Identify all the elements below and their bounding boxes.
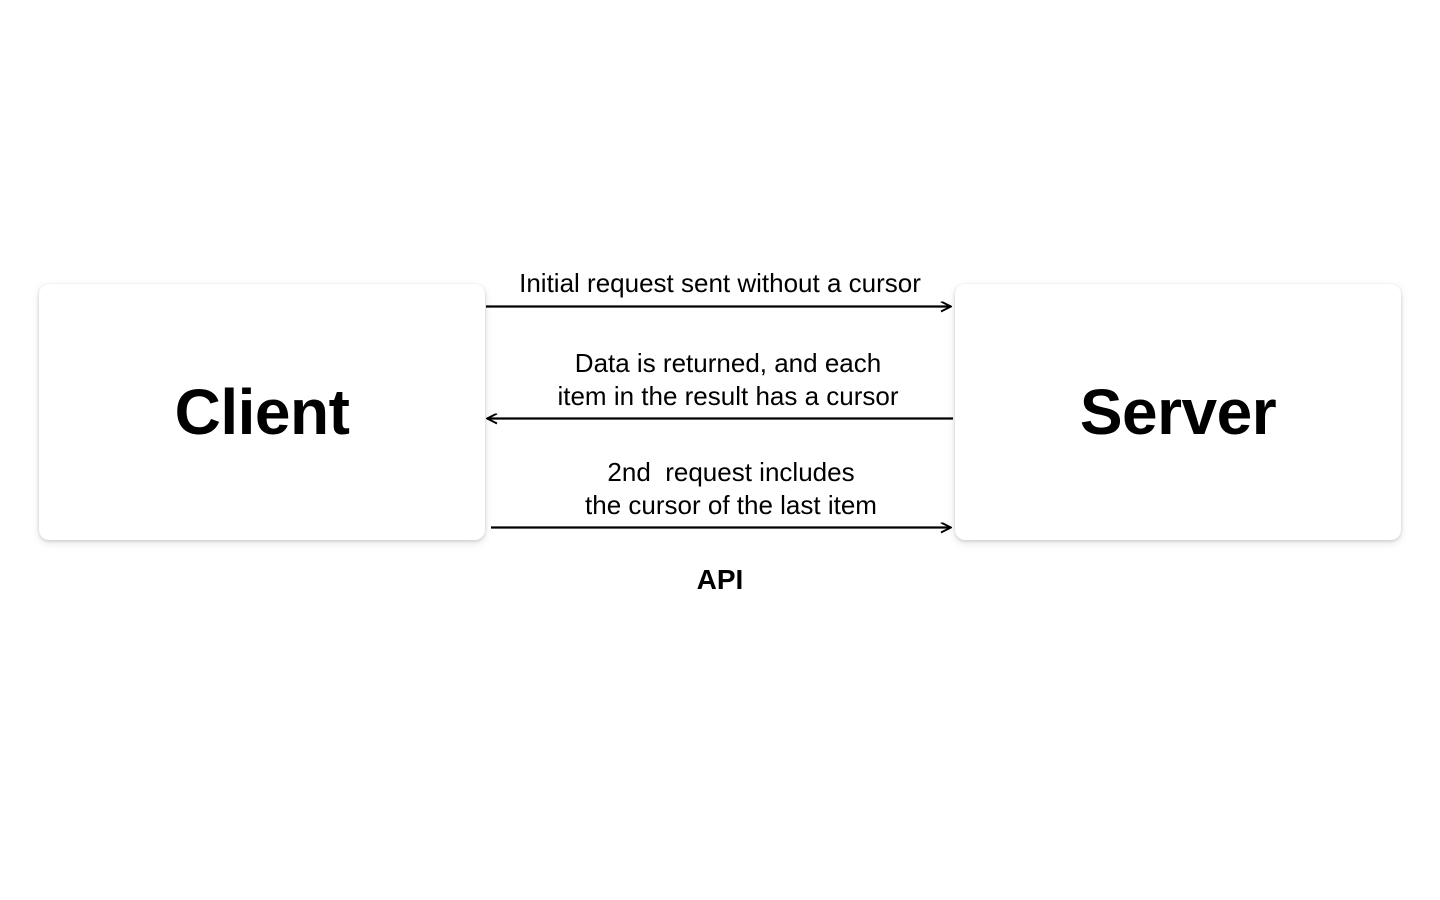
node-client-label: Client <box>174 376 350 448</box>
node-server-label: Server <box>1079 376 1277 448</box>
edge-label-data-returned: Data is returned, and each item in the r… <box>557 348 899 411</box>
edge-label-initial-request: Initial request sent without a cursor <box>519 268 921 298</box>
api-group-caption: API <box>696 564 744 595</box>
edge-label-second-request: 2nd request includes the cursor of the l… <box>585 457 877 520</box>
node-client[interactable]: Client <box>39 284 485 540</box>
node-server[interactable]: Server <box>955 284 1401 540</box>
